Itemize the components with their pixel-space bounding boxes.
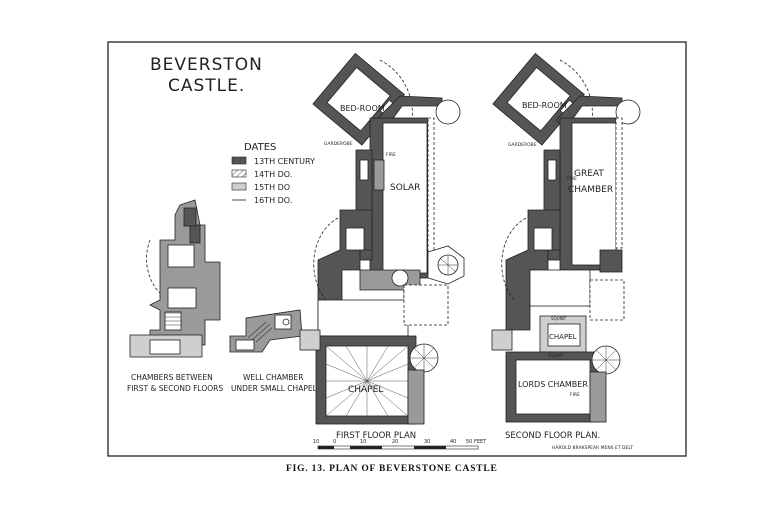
room-chapel-first: CHAPEL [348,385,383,395]
legend-label-16th: 16TH DO. [254,196,292,205]
legend-label-15th: 15TH DO [254,183,290,192]
legend-label-14th: 14TH DO. [254,170,292,179]
scale-tick-3: 20 [392,439,398,445]
room-bedroom-first: BED-ROOM [340,104,385,113]
room-fire-second: FIRE [567,176,577,182]
caption-chambers-line2: FIRST & SECOND FLOORS [127,384,223,393]
legend-swatch-13th [231,156,247,165]
caption-chambers-line1: CHAMBERS BETWEEN [131,373,213,382]
dates-legend: DATES 13TH CENTURY 14TH DO. 15TH DO 16TH… [231,142,315,205]
plan-title-line2: CASTLE. [168,76,245,96]
plan-well-chamber [229,309,303,353]
room-lords-chamber: LORDS CHAMBER [518,380,588,389]
scale-tick-2: 10 [360,439,366,445]
room-fire-lords: FIRE [570,392,580,398]
scale-tick-6: 50 FEET [466,439,487,445]
room-chapel-second: CHAPEL [549,333,577,341]
room-great-chamber-line2: CHAMBER [568,185,613,195]
plan-second-floor [491,52,641,423]
draughtsman-credit: HAROLD BRAKSPEAR MENS ET DELT [552,445,633,451]
room-bedroom-second: BED-ROOM [522,101,567,110]
room-garderobe-first: GARDEROBE [324,141,353,147]
room-squint-1: SQUINT [551,316,567,321]
plan-first-floor [299,52,465,425]
scale-bar [317,445,479,450]
scale-tick-1: 0 [333,439,336,445]
room-solar: SOLAR [390,183,420,193]
room-squint-2: SQUINT [548,353,564,358]
caption-second-floor: SECOND FLOOR PLAN. [505,431,600,441]
room-garderobe-second: GARDEROBE [508,142,537,148]
legend-swatch-15th [231,182,247,191]
caption-well-line1: WELL CHAMBER [243,373,303,382]
scale-tick-4: 30 [424,439,430,445]
legend-swatch-14th [231,169,247,178]
legend-heading: DATES [244,142,276,153]
scale-tick-5: 40 [450,439,456,445]
plan-chambers-between-floors [129,199,221,358]
scale-tick-0: 10 [313,439,319,445]
legend-label-13th: 13TH CENTURY [254,157,315,166]
figure-caption: FIG. 13. PLAN OF BEVERSTONE CASTLE [286,464,498,474]
plate-border [107,41,687,457]
caption-first-floor: FIRST FLOOR PLAN [336,431,416,441]
plan-title-line1: BEVERSTON [150,55,263,75]
room-great-chamber-line1: GREAT [574,169,604,179]
room-fire-first: FIRE [386,152,396,158]
caption-well-line2: UNDER SMALL CHAPEL [231,384,318,393]
